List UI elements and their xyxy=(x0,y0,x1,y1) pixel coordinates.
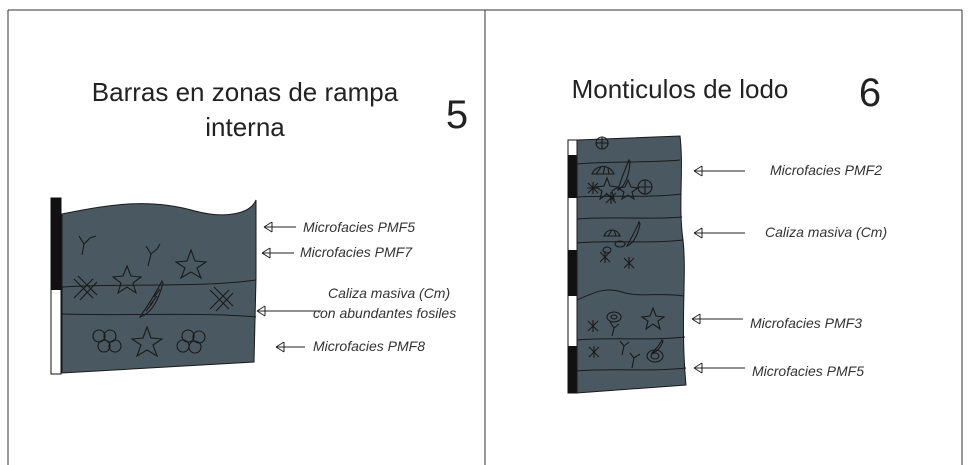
round-fossil-1 xyxy=(595,136,609,150)
cross-fossil-2 xyxy=(209,286,234,312)
label-pmf2: Microfacies PMF2 xyxy=(770,162,882,178)
cross-fossil-3 xyxy=(587,182,599,194)
ooid-cluster-1 xyxy=(92,329,122,353)
gastropod-fossil-3 xyxy=(650,339,664,354)
brachiopod-fossil-2 xyxy=(603,229,621,237)
arrow-pmf2 xyxy=(693,165,745,177)
crinoid-fossil-4 xyxy=(619,340,630,356)
cross-fossil-1 xyxy=(73,275,98,301)
arrow-pmf8 xyxy=(275,341,305,353)
crinoid-fossil-5 xyxy=(629,352,641,369)
gastropod-fossil-2 xyxy=(625,220,641,248)
panel-5-fossils xyxy=(73,235,234,358)
cross-fossil-4 xyxy=(605,192,617,204)
label-pmf5-6: Microfacies PMF5 xyxy=(752,363,864,379)
crinoid-fossil-1 xyxy=(78,235,97,256)
shell-fossil-1 xyxy=(606,311,622,323)
cross-fossil-5 xyxy=(599,251,611,263)
crinoid-fossil-3 xyxy=(609,321,620,337)
arrow-pmf7 xyxy=(261,247,294,259)
oval-fossil-2 xyxy=(602,246,612,254)
gastropod-fossil xyxy=(138,279,164,318)
cross-fossil-8 xyxy=(588,346,600,358)
panel-6: Monticulos de lodo 6 xyxy=(567,71,887,394)
ooid-cluster-2 xyxy=(176,329,206,354)
panel-5-title-line-2: interna xyxy=(205,112,285,142)
panel-6-scale-bar-black-1 xyxy=(568,155,577,198)
star-fossil-3 xyxy=(130,325,164,358)
gastropod-fossil-1 xyxy=(617,158,631,192)
star-fossil-2 xyxy=(174,248,208,280)
shell-fossil-2-inner xyxy=(650,352,660,360)
cross-fossil-7 xyxy=(587,320,599,332)
panel-6-annotations: Microfacies PMF2 Caliza masiva (Cm) Micr… xyxy=(691,162,887,379)
star-fossil-6 xyxy=(640,306,666,331)
panel-6-title: Monticulos de lodo xyxy=(572,74,789,104)
label-caliza-line-2: con abundantes fosiles xyxy=(313,305,456,321)
panel-5-scale-bar-black xyxy=(51,198,61,290)
label-pmf5: Microfacies PMF5 xyxy=(303,219,415,235)
shell-fossil-1-inner xyxy=(610,314,618,320)
panel-6-fossils xyxy=(587,136,666,369)
panel-5: Barras en zonas de rampa interna 5 xyxy=(50,77,468,375)
panel-6-scale-bar-black-3 xyxy=(568,346,577,393)
label-pmf3: Microfacies PMF3 xyxy=(750,315,862,331)
panel-5-number: 5 xyxy=(446,93,468,137)
frame xyxy=(7,9,963,465)
panel-5-bed-boundary-2 xyxy=(61,313,257,318)
label-caliza-line-1: Caliza masiva (Cm) xyxy=(328,285,450,301)
label-pmf7: Microfacies PMF7 xyxy=(300,244,413,260)
brachiopod-fossil-1 xyxy=(591,165,615,175)
arrow-pmf3 xyxy=(691,313,743,325)
cross-fossil-6 xyxy=(623,257,635,269)
crinoid-fossil-2 xyxy=(145,243,161,267)
panel-6-number: 6 xyxy=(859,71,881,115)
label-caliza-6: Caliza masiva (Cm) xyxy=(765,224,887,240)
label-pmf8: Microfacies PMF8 xyxy=(313,338,425,354)
oval-fossil-1 xyxy=(614,240,626,248)
arrow-caliza xyxy=(256,305,321,317)
panel-6-scale-bar-black-2 xyxy=(568,250,577,296)
panel-5-title-line-1: Barras en zonas de rampa xyxy=(92,77,399,107)
arrow-caliza-6 xyxy=(693,227,745,239)
panel-5-annotations: Microfacies PMF5 Microfacies PMF7 Caliza… xyxy=(256,219,456,354)
star-fossil-1 xyxy=(111,264,143,295)
star-fossil-5 xyxy=(616,178,640,201)
arrow-pmf5-6 xyxy=(693,362,745,374)
round-fossil-2 xyxy=(637,179,653,195)
arrow-pmf5 xyxy=(263,221,296,233)
